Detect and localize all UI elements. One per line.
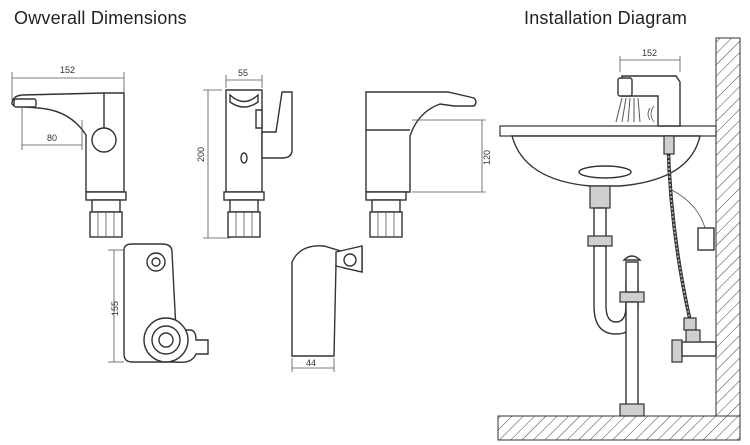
dim-side-height: 200 <box>196 147 206 162</box>
dim-install-width: 152 <box>642 48 657 58</box>
dim-spout-reach: 80 <box>47 133 57 143</box>
faucet-front-view: 152 80 <box>11 65 127 238</box>
dim-side-width: 55 <box>238 68 248 78</box>
faucet-bottom-view: 155 <box>108 243 209 364</box>
dim-back-height: 120 <box>482 150 492 165</box>
handle-detail-view: 44 <box>291 245 363 372</box>
dim-front-width: 152 <box>60 65 75 75</box>
water-spray <box>615 97 641 123</box>
faucet-back-view: 120 <box>365 91 492 238</box>
installation-scene: 152 <box>497 37 741 441</box>
overall-dimensions-title: Owverall Dimensions <box>14 8 187 28</box>
dim-bottom-length: 155 <box>110 301 120 316</box>
dim-handle-width: 44 <box>306 358 316 368</box>
installation-diagram-title: Installation Diagram <box>524 8 688 28</box>
faucet-side-view: 55 200 <box>196 68 293 239</box>
supply-hose <box>663 135 717 363</box>
